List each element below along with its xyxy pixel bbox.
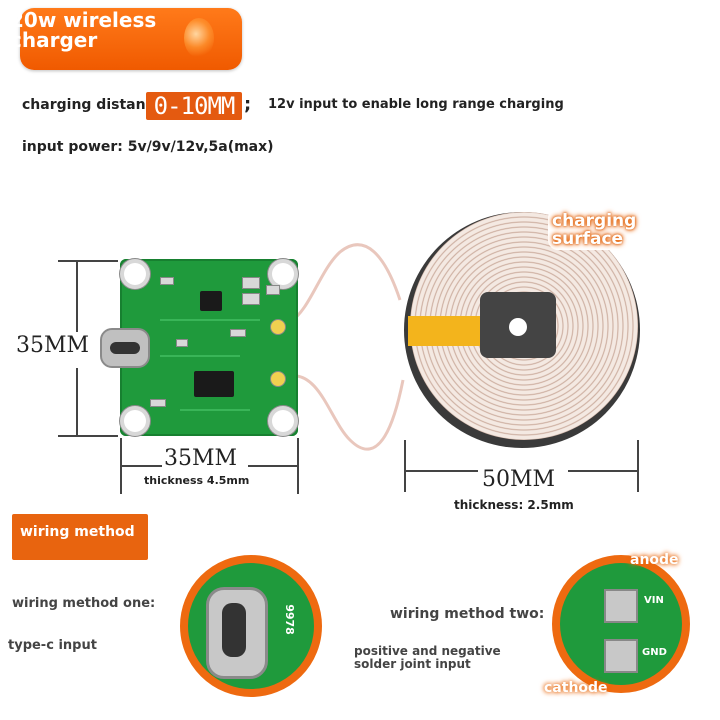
component [160, 277, 174, 285]
distance-separator: ; [244, 94, 252, 115]
dimension-tick [58, 435, 118, 437]
usb-c-closeup: 9978 [180, 555, 322, 697]
board-height-label: 35MM [16, 333, 90, 358]
dimension-line [76, 262, 78, 332]
wiring-method-two-desc: positive and negative solder joint input [354, 644, 501, 671]
controller-chip [200, 291, 222, 311]
driver-chip [194, 371, 234, 397]
wiring-method-one: wiring method one: [12, 596, 156, 611]
dimension-tick [297, 438, 299, 494]
component [242, 277, 260, 289]
coil-tape [408, 316, 480, 346]
glow-decoration [184, 18, 214, 58]
distance-label: charging distance: [22, 97, 169, 113]
trace [160, 355, 240, 357]
coil-center-hole [509, 318, 527, 336]
coil-diameter-label: 50MM [482, 467, 556, 492]
distance-value: 0-10MM [146, 92, 242, 120]
dimension-tick [120, 438, 122, 494]
pcb-marking: 9978 [282, 604, 296, 635]
wiring-method-title: wiring method [20, 524, 135, 540]
solder-pad-positive [270, 319, 286, 335]
trace [180, 409, 250, 411]
wiring-method-badge [12, 514, 148, 560]
wiring-method-two: wiring method two: [390, 606, 545, 622]
dimension-tick [404, 440, 406, 492]
mount-hole [124, 263, 146, 285]
input-power: input power: 5v/9v/12v,5a(max) [22, 139, 274, 155]
solder-pad-closeup: VIN GND [552, 555, 690, 693]
component [242, 293, 260, 305]
component [150, 399, 166, 407]
dimension-line [248, 465, 297, 467]
solder-pad-gnd [604, 639, 638, 673]
wiring-method-one-desc: type-c input [8, 638, 97, 653]
board-thickness: thickness 4.5mm [144, 474, 250, 487]
coil-thickness: thickness: 2.5mm [454, 498, 574, 512]
surface-badge [548, 208, 658, 250]
solder-pad-vin [604, 589, 638, 623]
usb-c-closeup-opening [222, 603, 246, 657]
title-badge [20, 8, 242, 70]
solder-pad-negative [270, 371, 286, 387]
distance-note: 12v input to enable long range charging [268, 97, 564, 112]
anode-label: anode [630, 552, 679, 568]
component [266, 285, 280, 295]
board-width-label: 35MM [164, 446, 238, 471]
pin-gnd-label: GND [642, 647, 667, 658]
component [230, 329, 246, 337]
mount-hole [124, 410, 146, 432]
dimension-line [568, 470, 637, 472]
dimension-tick [58, 260, 118, 262]
page-title: 20w wireless charger [10, 8, 157, 52]
charging-surface-label: charging surface [552, 211, 637, 249]
dimension-line [406, 470, 478, 472]
mount-hole [272, 263, 294, 285]
dimension-line [76, 368, 78, 436]
trace [160, 319, 260, 321]
usb-c-port [100, 328, 150, 368]
component [176, 339, 188, 347]
dimension-line [122, 465, 162, 467]
pin-vin-label: VIN [644, 595, 664, 606]
dimension-tick [637, 440, 639, 492]
cathode-label: cathode [544, 680, 608, 696]
mount-hole [272, 410, 294, 432]
